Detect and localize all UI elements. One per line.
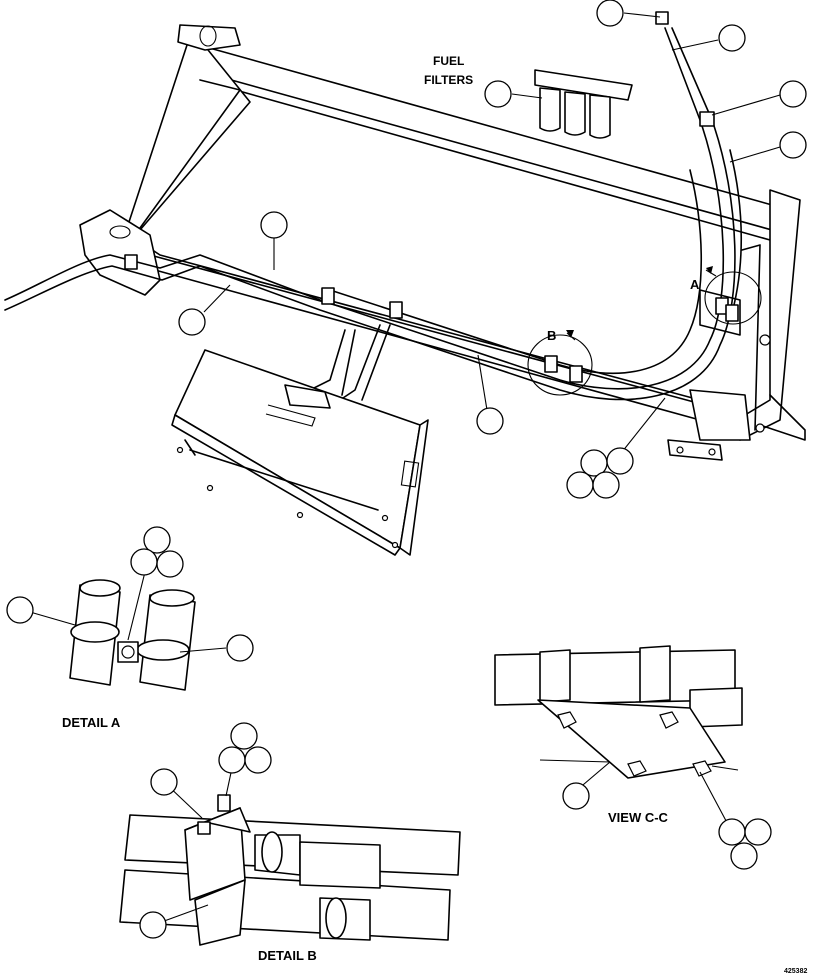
callout-19 <box>218 746 246 774</box>
callout-16 <box>6 596 34 624</box>
fuel-tank <box>171 349 429 556</box>
callout-2 <box>718 24 746 52</box>
callout-15 <box>156 550 184 578</box>
callout-21 <box>150 768 178 796</box>
callout-8 <box>476 407 504 435</box>
callout-23 <box>718 818 746 846</box>
callout-14 <box>130 548 158 576</box>
callout-17 <box>226 634 254 662</box>
callout-11 <box>566 471 594 499</box>
fuel-lines <box>4 11 743 401</box>
callout-22 <box>562 782 590 810</box>
callout-24 <box>744 818 772 846</box>
view-markers: A B <box>527 266 762 396</box>
view-marker-a: A <box>690 277 700 292</box>
callout-3 <box>779 80 807 108</box>
callout-7 <box>178 308 206 336</box>
callouts <box>6 0 807 939</box>
callout-12 <box>592 471 620 499</box>
view-cc-label: VIEW C-C <box>608 810 669 825</box>
figure-id: 425382 <box>784 968 807 975</box>
callout-1 <box>596 0 624 27</box>
callout-6 <box>260 211 288 239</box>
fuel-filters-label-line2: FILTERS <box>424 73 473 87</box>
callout-4 <box>779 131 807 159</box>
callout-25 <box>730 842 758 870</box>
callout-26 <box>139 911 167 939</box>
callout-13 <box>143 526 171 554</box>
view-marker-b: B <box>547 328 556 343</box>
fuel-filters: FUEL FILTERS <box>424 54 633 139</box>
detail-a-illustration: DETAIL A <box>62 579 196 730</box>
view-cc-illustration: VIEW C-C <box>494 645 743 825</box>
fuel-filters-label-line1: FUEL <box>433 54 464 68</box>
detail-b-illustration: DETAIL B <box>119 794 461 963</box>
callout-20 <box>244 746 272 774</box>
callout-18 <box>230 722 258 750</box>
detail-b-label: DETAIL B <box>258 948 317 963</box>
callout-10 <box>606 447 634 475</box>
detail-a-label: DETAIL A <box>62 715 121 730</box>
callout-5 <box>484 80 512 108</box>
